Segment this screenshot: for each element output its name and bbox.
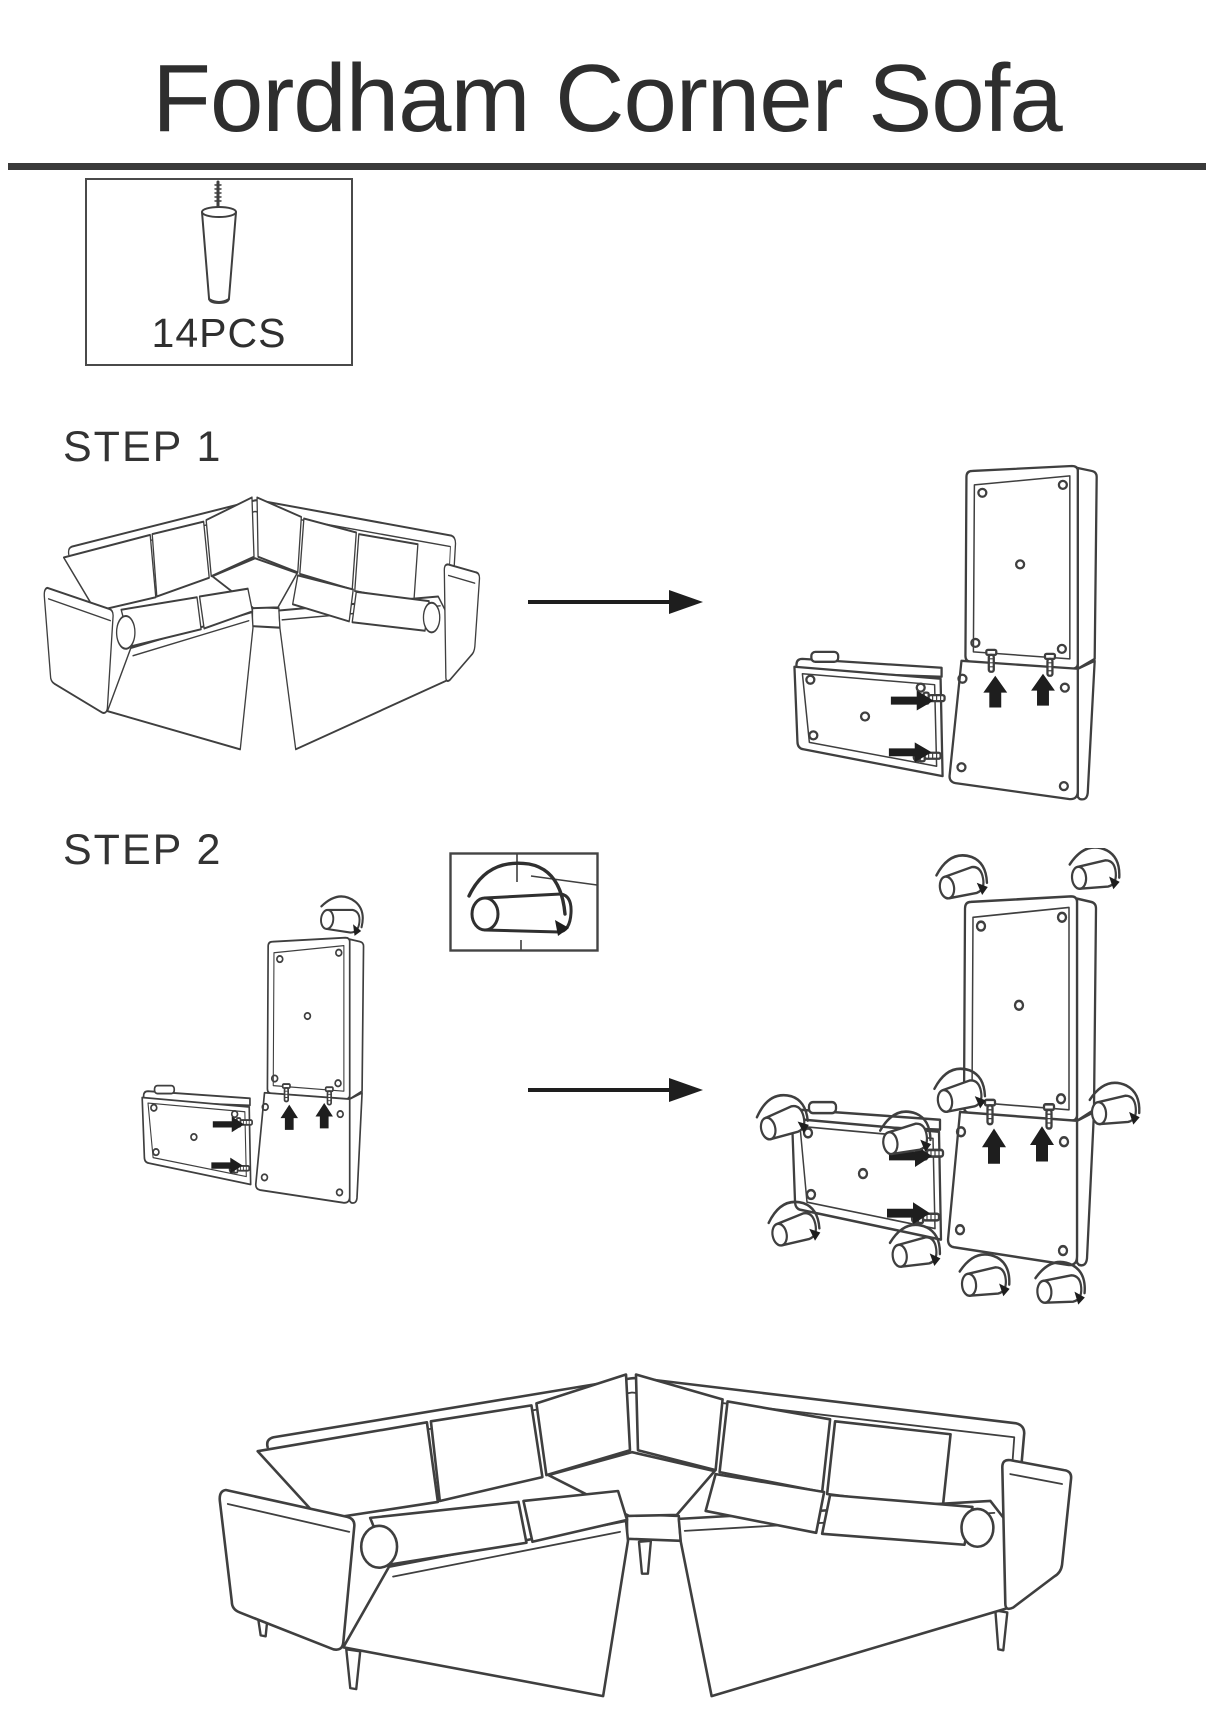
sofa-leg-icon — [201, 180, 237, 305]
step-1-after-figure — [793, 464, 1098, 801]
step-1-right-arrow-icon — [528, 590, 703, 614]
step-1-before-figure — [43, 496, 481, 751]
parts-box: 14PCS — [85, 178, 353, 366]
step-2-after-figure — [752, 848, 1143, 1310]
step-2-right-arrow-icon — [528, 1078, 703, 1102]
step-2-before-figure — [141, 895, 366, 1204]
step-1-label: STEP 1 — [63, 423, 223, 471]
page-title: Fordham Corner Sofa — [152, 45, 1062, 152]
step-2-label: STEP 2 — [63, 826, 223, 874]
parts-count-label: 14PCS — [151, 310, 287, 356]
leg-rotation-inset-icon — [449, 852, 599, 952]
final-sofa-figure — [218, 1373, 1073, 1698]
title-underline — [8, 163, 1206, 170]
